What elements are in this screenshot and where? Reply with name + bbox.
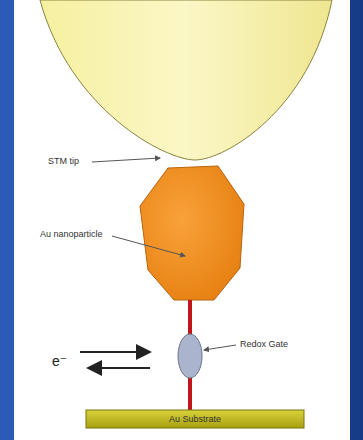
stm-tip bbox=[40, 0, 332, 160]
au-nanoparticle bbox=[140, 166, 244, 300]
redox-gate bbox=[178, 334, 202, 378]
node-label: Au Substrate bbox=[169, 414, 221, 424]
part-label: e⁻ bbox=[52, 354, 67, 368]
electron-arrow bbox=[88, 367, 150, 369]
part-label: Redox Gate bbox=[240, 340, 288, 349]
part-label: STM tip bbox=[48, 157, 79, 166]
leader-line bbox=[92, 158, 160, 162]
part-label: Au nanoparticle bbox=[40, 230, 103, 239]
panel bbox=[14, 0, 350, 440]
substrate-band: Au Substrate bbox=[86, 410, 304, 428]
leader-line bbox=[204, 345, 236, 350]
electron-arrow bbox=[80, 351, 150, 353]
au-substrate bbox=[86, 410, 304, 428]
leader-line bbox=[112, 236, 185, 256]
